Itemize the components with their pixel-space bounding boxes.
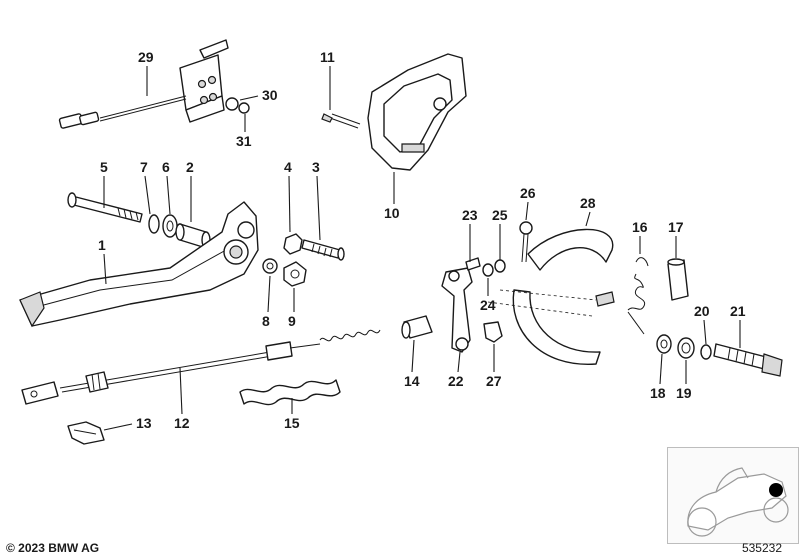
- brake-light-switch-assembly: [58, 39, 250, 129]
- motorcycle-thumbnail-icon: [667, 447, 799, 544]
- callout-14: 14: [404, 373, 420, 389]
- callout-25: 25: [492, 207, 508, 223]
- callout-6: 6: [162, 159, 170, 175]
- callout-29: 29: [138, 49, 154, 65]
- callout-1: 1: [98, 237, 106, 253]
- diagram-number: 535232: [741, 541, 782, 555]
- callout-3: 3: [312, 159, 320, 175]
- brake-pedal-assembly: [19, 192, 345, 328]
- callout-27: 27: [486, 373, 502, 389]
- callout-2: 2: [186, 159, 194, 175]
- brake-shoe-assembly: [401, 221, 783, 377]
- callout-18: 18: [650, 385, 666, 401]
- callout-31: 31: [236, 133, 252, 149]
- callout-10: 10: [384, 205, 400, 221]
- callout-24: 24: [480, 297, 496, 313]
- callout-13: 13: [136, 415, 152, 431]
- callout-11: 11: [320, 49, 335, 65]
- callout-23: 23: [462, 207, 478, 223]
- brake-cover-assembly: [321, 53, 467, 171]
- callout-30: 30: [262, 87, 278, 103]
- callout-12: 12: [174, 415, 190, 431]
- callout-22: 22: [448, 373, 464, 389]
- callout-4: 4: [284, 159, 292, 175]
- callout-5: 5: [100, 159, 108, 175]
- callout-20: 20: [694, 303, 710, 319]
- brake-cable-assembly: [21, 329, 381, 445]
- callout-19: 19: [676, 385, 692, 401]
- callout-15: 15: [284, 415, 300, 431]
- callout-17: 17: [668, 219, 684, 235]
- callout-21: 21: [730, 303, 746, 319]
- callout-16: 16: [632, 219, 648, 235]
- callout-8: 8: [262, 313, 270, 329]
- callout-26: 26: [520, 185, 536, 201]
- highlight-dot-icon: [769, 483, 783, 497]
- callout-28: 28: [580, 195, 596, 211]
- callout-9: 9: [288, 313, 296, 329]
- copyright-text: © 2023 BMW AG: [6, 541, 100, 555]
- callout-7: 7: [140, 159, 148, 175]
